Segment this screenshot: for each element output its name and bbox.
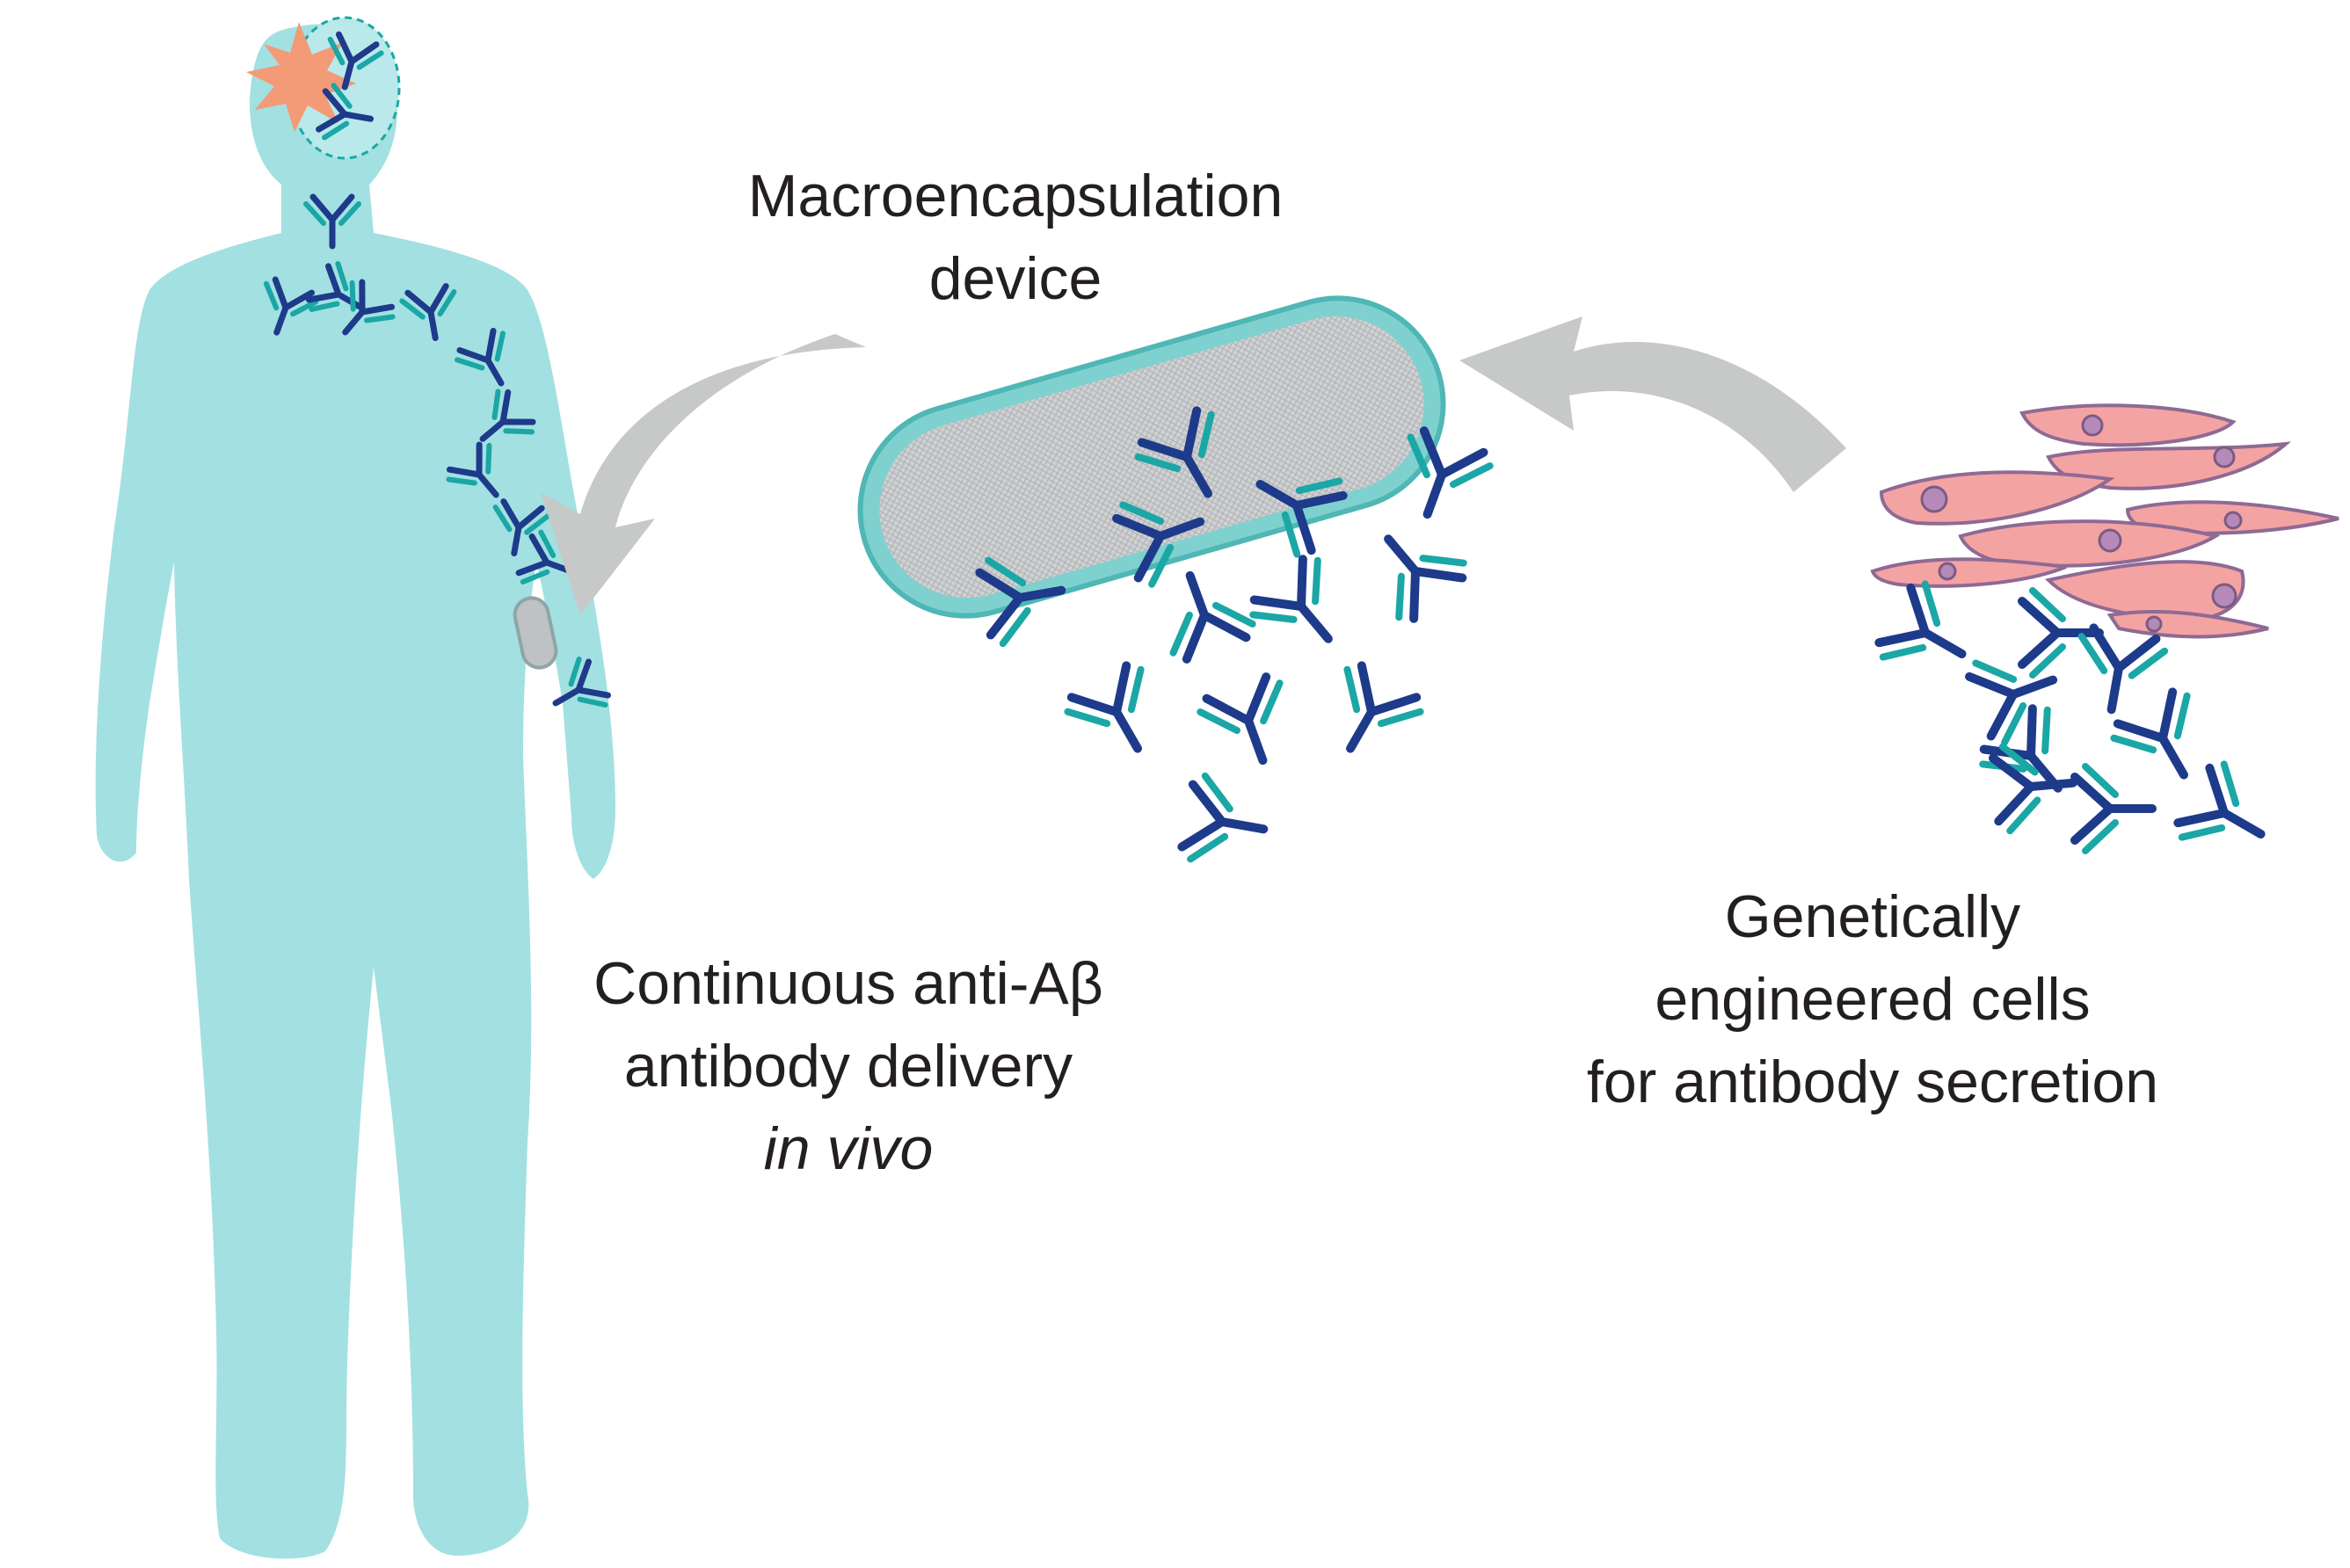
- antibody-icon: [1247, 553, 1361, 666]
- antibody-icon: [1356, 512, 1470, 625]
- device-label-line2: device: [928, 245, 1102, 312]
- antibody-icon: [1197, 673, 1302, 775]
- engineered-cell: [2106, 609, 2269, 639]
- delivery-label-line3: in vivo: [763, 1115, 934, 1182]
- antibody-icon: [2070, 626, 2166, 716]
- cells-label: Genetically engineered cells for antibod…: [1442, 875, 2303, 1123]
- human-body: [95, 24, 616, 1559]
- brain-plaque-starburst: [246, 22, 356, 132]
- antibody-icon: [2108, 686, 2220, 795]
- antibody-icon: [2075, 766, 2152, 851]
- device-label: Macroencapsulation device: [598, 155, 1433, 320]
- device-label-line1: Macroencapsulation: [747, 163, 1284, 229]
- cell-nuclei: [1920, 414, 2243, 633]
- delivery-label-line2: antibody delivery: [623, 1033, 1073, 1100]
- engineered-cell: [2045, 560, 2245, 622]
- antibody-icon: [1062, 660, 1174, 769]
- curved-arrow: [1459, 316, 1846, 492]
- antibody-icon: [1313, 660, 1425, 769]
- antibody-icon: [1180, 774, 1270, 871]
- curved-arrow: [541, 334, 866, 615]
- engineered-cell: [1870, 557, 2067, 588]
- implanted-device: [513, 596, 558, 670]
- delivery-label: Continuous anti-Aβ antibody delivery in …: [413, 942, 1284, 1190]
- engineered-cells: [1870, 403, 2339, 639]
- antibody-icon: [2172, 759, 2281, 870]
- macroencapsulation-device: [857, 295, 1446, 619]
- cells-label-line2: engineered cells: [1655, 966, 2091, 1033]
- engineered-cell: [2019, 403, 2237, 447]
- cells-label-line3: for antibody secretion: [1586, 1049, 2159, 1115]
- delivery-label-line1: Continuous anti-Aβ: [593, 950, 1103, 1017]
- antibody-icon: [1150, 561, 1255, 663]
- cells-label-line1: Genetically: [1724, 883, 2021, 950]
- engineered-cell: [1879, 470, 2115, 526]
